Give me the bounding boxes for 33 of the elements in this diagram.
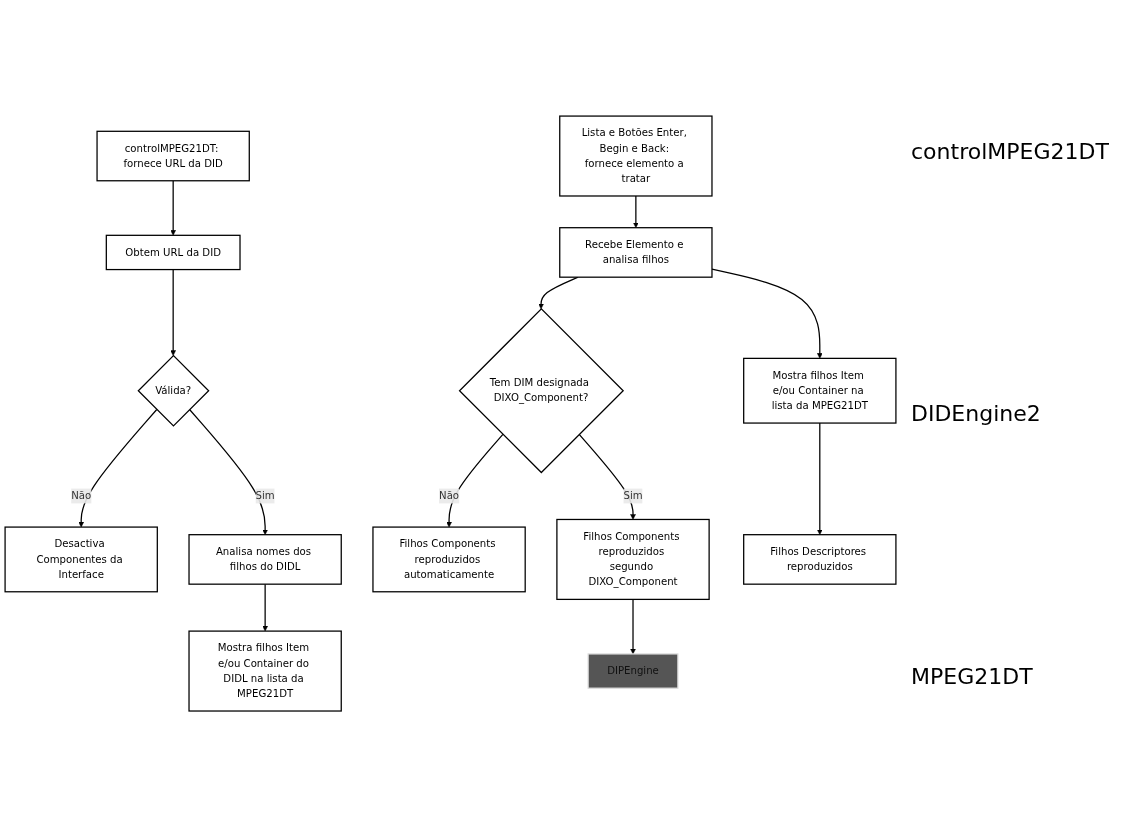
- arrow: [446, 434, 504, 528]
- arrow: [188, 409, 268, 536]
- node-box: Desactiva Componentes da Interface: [4, 526, 158, 593]
- arrow: [538, 277, 579, 310]
- arrow: [78, 409, 158, 528]
- node-box: DIPEngine: [587, 653, 679, 690]
- node-box: Mostra filhos Item e/ou Container na lista da MPEG21DT: [743, 358, 897, 425]
- lane-label: MPEG21DT: [911, 664, 1034, 690]
- lane-label: DIDEngine2: [911, 401, 1042, 427]
- edge-label: Não: [439, 490, 460, 503]
- node-box: controlMPEG21DT: fornece URL da DID: [96, 131, 250, 182]
- arrow: [633, 195, 639, 229]
- edge-label: Não: [71, 490, 92, 503]
- node-diamond: Tem DIM designada DIXO_Component?: [458, 308, 625, 474]
- node-box: Filhos Components reproduzidos segundo DIXO_Component: [556, 519, 710, 601]
- arrow: [262, 584, 268, 632]
- arrow: [711, 269, 823, 360]
- node-box: Recebe Elemento e analisa filhos: [559, 227, 713, 279]
- node-box: Lista e Botões Enter, Begin e Back: fornece elemento a tratar: [559, 115, 713, 198]
- node-box: Mostra filhos Item e/ou Container do DIDL na lista da MPEG21DT: [188, 630, 342, 713]
- node-box: Obtem URL da DID: [105, 235, 241, 271]
- edge-label: Sim: [623, 490, 643, 503]
- node-box: Analisa nomes dos filhos do DIDL: [188, 534, 342, 586]
- arrow: [630, 599, 636, 655]
- edge-label: Sim: [255, 490, 275, 503]
- node-diamond: Válida?: [137, 355, 210, 428]
- lane-label: controlMPEG21DT: [911, 138, 1110, 164]
- node-box: Filhos Descriptores reproduzidos: [743, 534, 897, 586]
- arrow: [170, 269, 176, 357]
- arrow: [817, 422, 823, 536]
- arrow: [578, 434, 636, 521]
- arrow: [170, 180, 176, 236]
- node-box: Filhos Components reproduzidos automaticamente: [372, 526, 526, 593]
